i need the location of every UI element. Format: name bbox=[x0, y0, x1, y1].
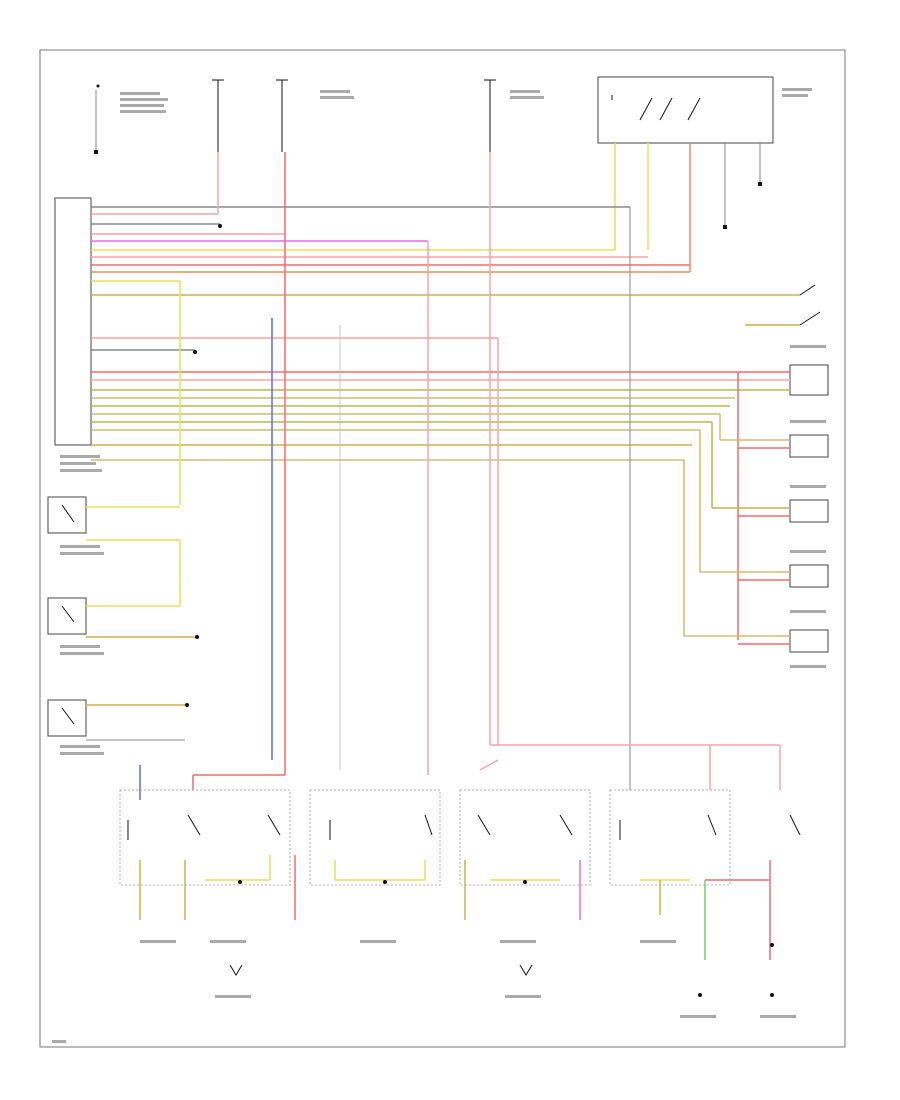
right-sensor-wires bbox=[683, 371, 790, 645]
diagram-frame bbox=[39, 49, 846, 1048]
fuse-sources bbox=[94, 79, 496, 154]
main-connector-block bbox=[54, 197, 92, 446]
bottom-relays bbox=[119, 789, 731, 886]
left-switch-boxes bbox=[47, 496, 87, 737]
right-switch bbox=[745, 284, 821, 326]
top-right-switch-contacts bbox=[611, 95, 701, 121]
vertical-feeds bbox=[179, 152, 631, 775]
bottom-relay-wiring bbox=[139, 855, 771, 960]
bus-wires bbox=[91, 206, 800, 461]
bottom-upper-wiring bbox=[139, 744, 781, 800]
left-switch-wires bbox=[86, 506, 195, 741]
right-sensor-boxes bbox=[789, 364, 829, 653]
bottom-relay-contacts bbox=[127, 814, 801, 840]
motor-symbols bbox=[229, 964, 533, 976]
label-marks bbox=[52, 88, 826, 1043]
bottom-ground-points bbox=[238, 880, 774, 997]
top-right-switch-box bbox=[597, 76, 774, 144]
top-right-drops bbox=[614, 143, 762, 272]
left-ground-points bbox=[185, 224, 222, 707]
